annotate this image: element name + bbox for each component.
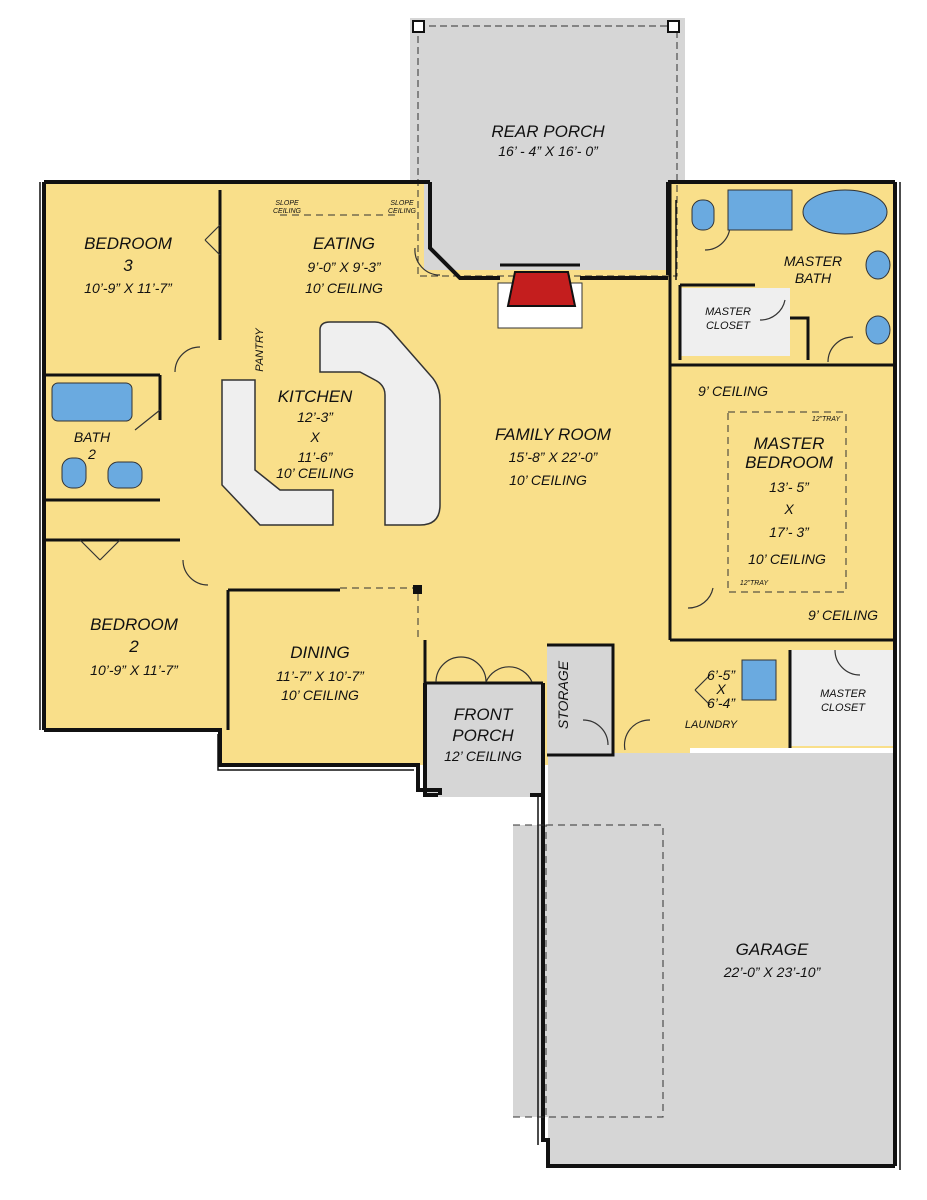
bath2-label: BATH xyxy=(74,429,111,445)
rear-porch-label: REAR PORCH xyxy=(491,122,605,141)
slope-ceiling-2-b: CEILING xyxy=(388,208,417,215)
kitchen-label: KITCHEN xyxy=(278,387,353,406)
dining-area xyxy=(222,590,422,765)
master-closet-2-label-2: CLOSET xyxy=(821,702,866,714)
garage-area xyxy=(548,753,895,1166)
rear-porch-dims: 16’ - 4” X 16’- 0” xyxy=(498,143,599,159)
kitchen-dim2: 11’-6” xyxy=(298,449,334,465)
sink-icon xyxy=(107,461,143,489)
storage-area xyxy=(547,645,613,755)
dining-label: DINING xyxy=(290,643,350,662)
laundry-dim1: 6’-5” xyxy=(707,667,736,683)
bedroom2-label: BEDROOM xyxy=(90,615,179,634)
master-bath-label: MASTER xyxy=(784,253,842,269)
bath2-number: 2 xyxy=(87,446,96,462)
master-bedroom-ceiling: 10’ CEILING xyxy=(748,551,826,567)
master-closet-1-label: MASTER xyxy=(705,306,751,318)
master-bedroom-x: X xyxy=(783,501,794,517)
doors xyxy=(79,224,861,751)
washer-icon xyxy=(741,659,777,701)
master-sink-1-icon xyxy=(865,250,891,280)
slope-ceiling-1-b: CEILING xyxy=(273,208,302,215)
dining-dims: 11’-7” X 10’-7” xyxy=(276,668,365,684)
master-toilet-icon xyxy=(691,199,715,231)
tray-bottom-label: 12”TRAY xyxy=(740,580,770,587)
front-porch-label-2: PORCH xyxy=(452,726,514,745)
bedroom3-number: 3 xyxy=(123,256,133,275)
exterior-walls xyxy=(39,180,901,1170)
bathtub-icon xyxy=(51,382,133,422)
bedroom2-dims: 10’-9” X 11’-7” xyxy=(90,662,179,678)
master-closet-1-area xyxy=(680,288,790,356)
kitchen-counters xyxy=(221,321,441,526)
master-bath-label-2: BATH xyxy=(795,270,832,286)
room-labels: REAR PORCH 16’ - 4” X 16’- 0” EATING 9’-… xyxy=(74,122,878,980)
slope-ceiling-2-a: SLOPE xyxy=(390,200,414,207)
front-porch-ceiling: 12’ CEILING xyxy=(444,748,522,764)
storage-label: STORAGE xyxy=(555,660,571,729)
bedroom3-dims: 10’-9” X 11’-7” xyxy=(84,280,173,296)
kitchen-ceiling: 10’ CEILING xyxy=(276,465,354,481)
master-closet-2-label: MASTER xyxy=(820,688,866,700)
fireplace-icon xyxy=(506,271,577,307)
interior-walls xyxy=(44,182,895,757)
eating-ceiling: 10’ CEILING xyxy=(305,280,383,296)
bedroom2-number: 2 xyxy=(128,637,139,656)
master-ceiling-top: 9’ CEILING xyxy=(698,383,768,399)
rear-porch-area xyxy=(410,18,685,283)
master-bedroom-dim1: 13’- 5” xyxy=(769,479,810,495)
kitchen-dim1: 12’-3” xyxy=(297,409,334,425)
master-bedroom-dim2: 17’- 3” xyxy=(769,524,810,540)
eating-dims: 9’-0” X 9’-3” xyxy=(307,259,381,275)
kitchen-x: X xyxy=(309,429,320,445)
master-bedroom-label: MASTER xyxy=(754,434,825,453)
slope-ceiling-1-a: SLOPE xyxy=(275,200,299,207)
fixtures xyxy=(51,189,891,701)
garage-dims: 22’-0” X 23’-10” xyxy=(723,964,822,980)
family-room-ceiling: 10’ CEILING xyxy=(509,472,587,488)
front-porch-area xyxy=(425,682,543,797)
laundry-label: LAUNDRY xyxy=(685,719,738,731)
shower-icon xyxy=(727,189,793,231)
master-ceiling-bottom: 9’ CEILING xyxy=(808,607,878,623)
dining-ceiling: 10’ CEILING xyxy=(281,687,359,703)
bedroom3-label: BEDROOM xyxy=(84,234,173,253)
tray-top-label: 12”TRAY xyxy=(812,416,842,423)
column-icon xyxy=(413,585,422,594)
master-closet-1-label-2: CLOSET xyxy=(706,320,751,332)
family-room-dims: 15’-8” X 22’-0” xyxy=(509,449,599,465)
family-room-label: FAMILY ROOM xyxy=(495,425,612,444)
island-counter xyxy=(319,321,441,526)
master-closet-2-area xyxy=(790,650,895,746)
fireplace xyxy=(497,271,583,329)
eating-label: EATING xyxy=(313,234,375,253)
perimeter-counter xyxy=(221,379,334,526)
laundry-dim2: 6’-4” xyxy=(707,695,736,711)
front-porch-label: FRONT xyxy=(454,705,514,724)
master-bedroom-label-2: BEDROOM xyxy=(745,453,834,472)
master-sink-2-icon xyxy=(865,315,891,345)
master-tub-icon xyxy=(802,189,888,235)
garage-label: GARAGE xyxy=(736,940,809,959)
laundry-x: X xyxy=(715,681,726,697)
pantry-label: PANTRY xyxy=(254,328,266,372)
toilet-icon xyxy=(61,457,87,489)
